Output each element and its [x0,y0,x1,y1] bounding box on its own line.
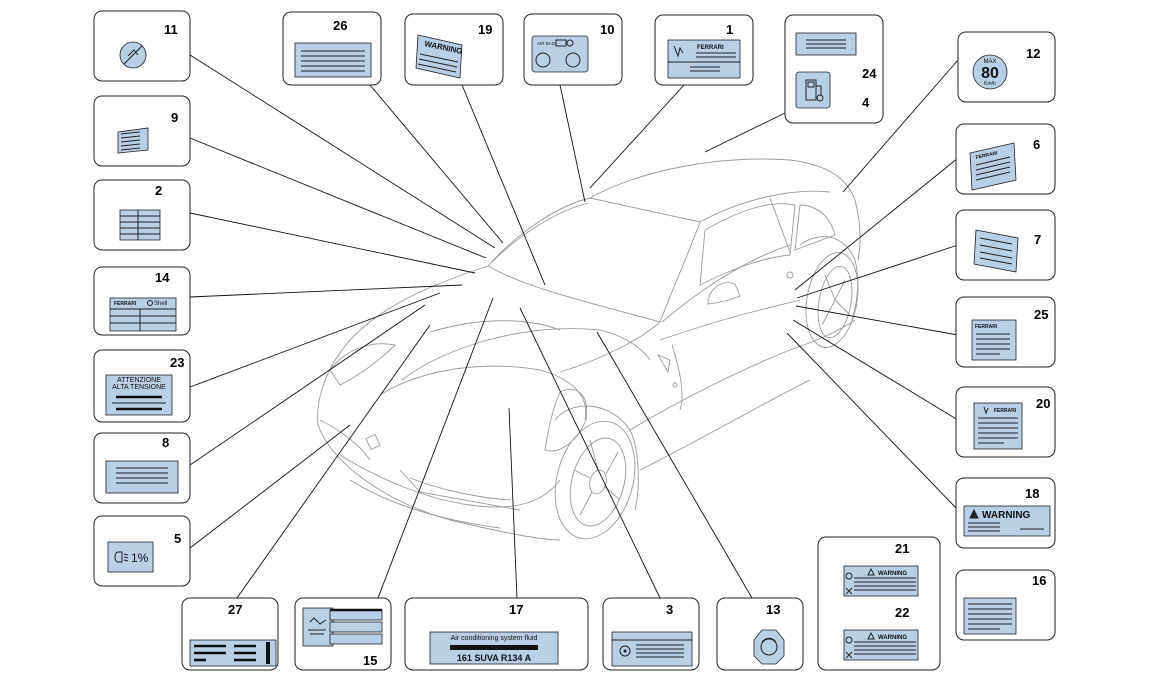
callout-9[interactable]: 9 [93,95,191,167]
warning-text: WARNING [878,635,907,641]
warning-text: WARNING [982,510,1031,521]
callout-17[interactable]: Air conditioning system fluid 161 SUVA R… [404,597,589,671]
callout-number: 12 [1026,46,1040,61]
callout-7[interactable]: 7 [955,209,1056,281]
callout-number: 8 [162,435,169,450]
callout-number: 17 [509,602,523,617]
car-outline [317,158,861,541]
leader-lines [141,31,1041,658]
callout-23[interactable]: ATTENZIONE ALTA TENSIONE 23 [93,349,191,423]
ferrari-logo-text: FERRARI [975,150,999,161]
callout-number: 3 [666,602,673,617]
callout-number: 27 [228,602,242,617]
fluid-text: Air conditioning system fluid [451,635,538,642]
ferrari-logo-text: FERRARI [994,408,1017,414]
callout-3[interactable]: 3 [602,597,700,671]
callout-number: 5 [174,531,181,546]
callout-number: 4 [862,95,870,110]
callout-number: 15 [363,653,377,668]
callout-number: 11 [164,22,178,37]
callout-21-22[interactable]: WARNING 21 WARNING 22 [817,536,941,671]
callout-19[interactable]: WARNING 19 [404,13,504,86]
callout-1[interactable]: FERRARI 1 [654,14,754,86]
callout-26[interactable]: 26 [282,11,382,86]
callout-number: 25 [1034,307,1048,322]
callout-number: 19 [478,22,492,37]
callout-27[interactable]: 27 [181,597,279,671]
alta-tensione-text: ALTA TENSIONE [112,384,166,391]
callout-20[interactable]: FERRARI 20 [955,386,1056,458]
callout-number: 24 [862,66,877,81]
percent-text: 1% [131,551,149,565]
callout-number: 2 [155,183,162,198]
callout-8[interactable]: 8 [93,432,191,504]
callout-12[interactable]: MAX 80 Km/h 12 [957,31,1056,103]
callout-16[interactable]: 16 [955,569,1056,641]
shell-text: Shell [154,301,167,307]
callout-18[interactable]: WARNING 18 [955,477,1056,549]
ferrari-logo-text: FERRARI [975,324,998,330]
callout-15[interactable]: 15 [294,597,392,671]
callout-number: 1 [726,22,733,37]
ferrari-logo-text: FERRARI [697,45,724,51]
callout-number: 26 [333,18,347,33]
callout-25[interactable]: FERRARI 25 [955,296,1056,368]
callout-number: 13 [766,602,780,617]
callout-number: 22 [895,605,909,620]
callout-number: 16 [1032,573,1046,588]
callout-number: 7 [1034,232,1041,247]
callout-10[interactable]: AIR BAG 10 [523,13,623,86]
attenzione-text: ATTENZIONE [117,377,161,384]
callout-number: 21 [895,541,909,556]
warning-text: WARNING [878,571,907,577]
speed-text: 80 [981,65,999,82]
callout-14[interactable]: FERRARI Shell 14 [93,266,191,336]
callout-24-4[interactable]: 24 4 [784,14,884,124]
callout-number: 10 [600,22,614,37]
callout-number: 6 [1033,137,1040,152]
callout-number: 23 [170,355,184,370]
callout-6[interactable]: FERRARI 6 [955,123,1056,195]
kmh-text: Km/h [984,81,996,87]
callout-13[interactable]: 13 [716,597,804,671]
callout-number: 20 [1036,396,1050,411]
callout-2[interactable]: 2 [93,179,191,251]
max-text: MAX [983,59,996,65]
refrigerant-text: 161 SUVA R134 A [457,653,532,663]
callout-number: 18 [1025,486,1039,501]
callout-11[interactable]: 11 [93,10,191,82]
callout-number: 14 [155,270,170,285]
callout-5[interactable]: 1% 5 [93,515,191,587]
callout-number: 9 [171,110,178,125]
airbag-text: AIR BAG [537,41,556,46]
ferrari-logo-text: FERRARI [114,301,137,307]
